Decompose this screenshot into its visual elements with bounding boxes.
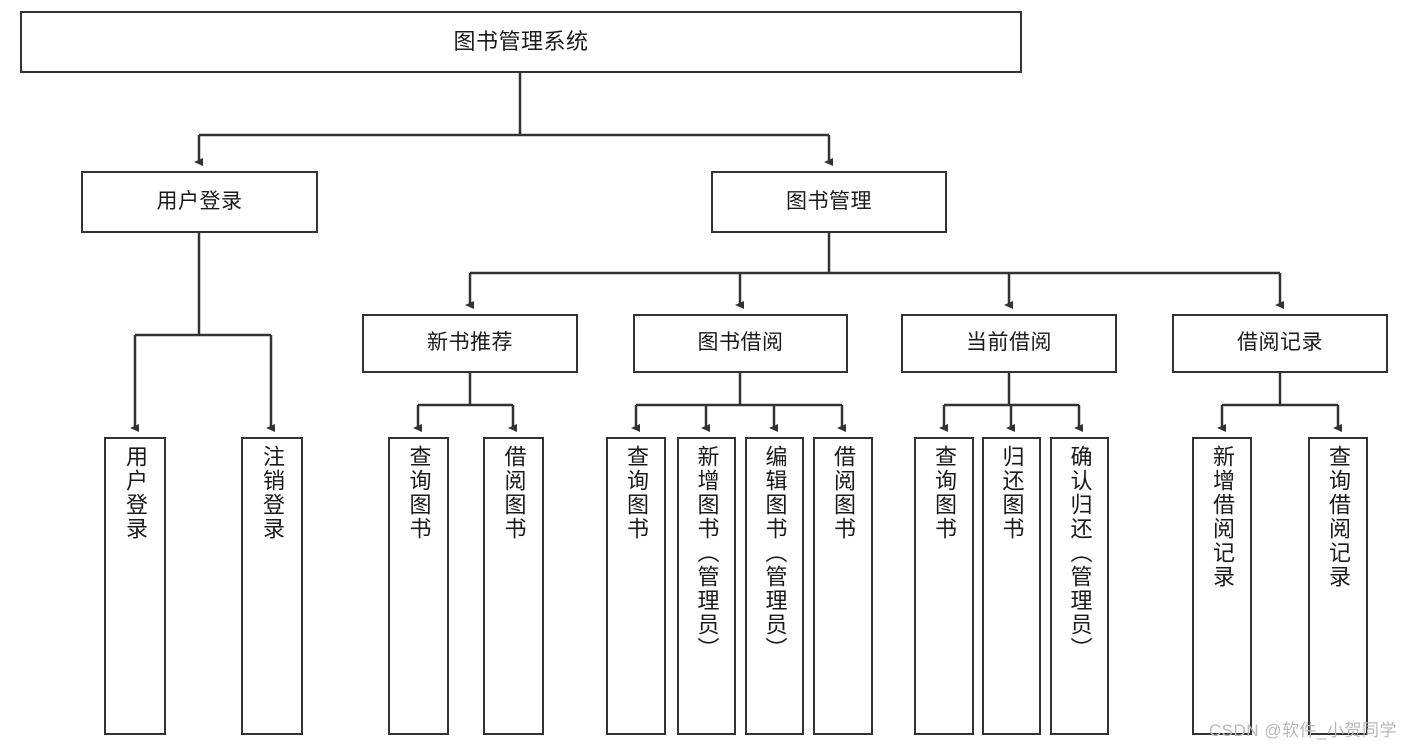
leaf-query-borrow-record[interactable]: 查询借阅记录 (1308, 437, 1368, 735)
node-book-management[interactable]: 图书管理 (711, 171, 947, 233)
node-user-login[interactable]: 用户登录 (81, 171, 318, 233)
leaf-user-login[interactable]: 用户登录 (104, 437, 166, 735)
node-label: 查询图书 (406, 445, 432, 541)
node-borrow-record[interactable]: 借阅记录 (1172, 314, 1388, 373)
node-label: 查询图书 (624, 445, 649, 541)
leaf-confirm-return[interactable]: 确认归还（管理员） (1050, 437, 1109, 735)
node-label: 查询借阅记录 (1326, 445, 1351, 589)
leaf-logout-login[interactable]: 注销登录 (241, 437, 303, 735)
leaf-query-book-current[interactable]: 查询图书 (914, 437, 974, 735)
leaf-add-borrow-record[interactable]: 新增借阅记录 (1192, 437, 1252, 735)
node-label: 图书借阅 (697, 331, 784, 355)
node-label: 用户登录 (123, 445, 148, 541)
leaf-borrow-book-recommend[interactable]: 借阅图书 (483, 437, 544, 735)
node-label: 借阅记录 (1237, 331, 1323, 355)
node-root-system[interactable]: 图书管理系统 (20, 11, 1022, 73)
node-label: 用户登录 (156, 189, 243, 213)
node-new-book-recommend[interactable]: 新书推荐 (362, 314, 578, 373)
node-label: 图书管理 (786, 189, 872, 213)
leaf-edit-book[interactable]: 编辑图书（管理员） (745, 437, 804, 735)
node-label: 当前借阅 (966, 331, 1052, 355)
node-label: 新书推荐 (427, 331, 513, 355)
node-label: 新增借阅记录 (1210, 445, 1235, 589)
leaf-query-book-borrow[interactable]: 查询图书 (606, 437, 666, 735)
node-label: 编辑图书（管理员） (762, 445, 788, 661)
node-book-borrow[interactable]: 图书借阅 (633, 314, 848, 373)
node-label: 借阅图书 (831, 445, 856, 541)
node-label: 确认归还（管理员） (1067, 445, 1093, 661)
leaf-add-book[interactable]: 新增图书（管理员） (677, 437, 736, 735)
node-label: 归还图书 (999, 445, 1025, 541)
node-current-borrow[interactable]: 当前借阅 (901, 314, 1117, 373)
node-label: 注销登录 (260, 445, 285, 541)
leaf-borrow-book[interactable]: 借阅图书 (813, 437, 873, 735)
node-label: 图书管理系统 (453, 29, 589, 55)
node-label: 新增图书（管理员） (694, 445, 720, 661)
node-label: 借阅图书 (501, 445, 527, 541)
leaf-query-book-recommend[interactable]: 查询图书 (388, 437, 449, 735)
node-label: 查询图书 (932, 445, 957, 541)
leaf-return-book[interactable]: 归还图书 (982, 437, 1041, 735)
csdn-watermark: CSDN @软件_小贺同学 (1208, 721, 1397, 740)
